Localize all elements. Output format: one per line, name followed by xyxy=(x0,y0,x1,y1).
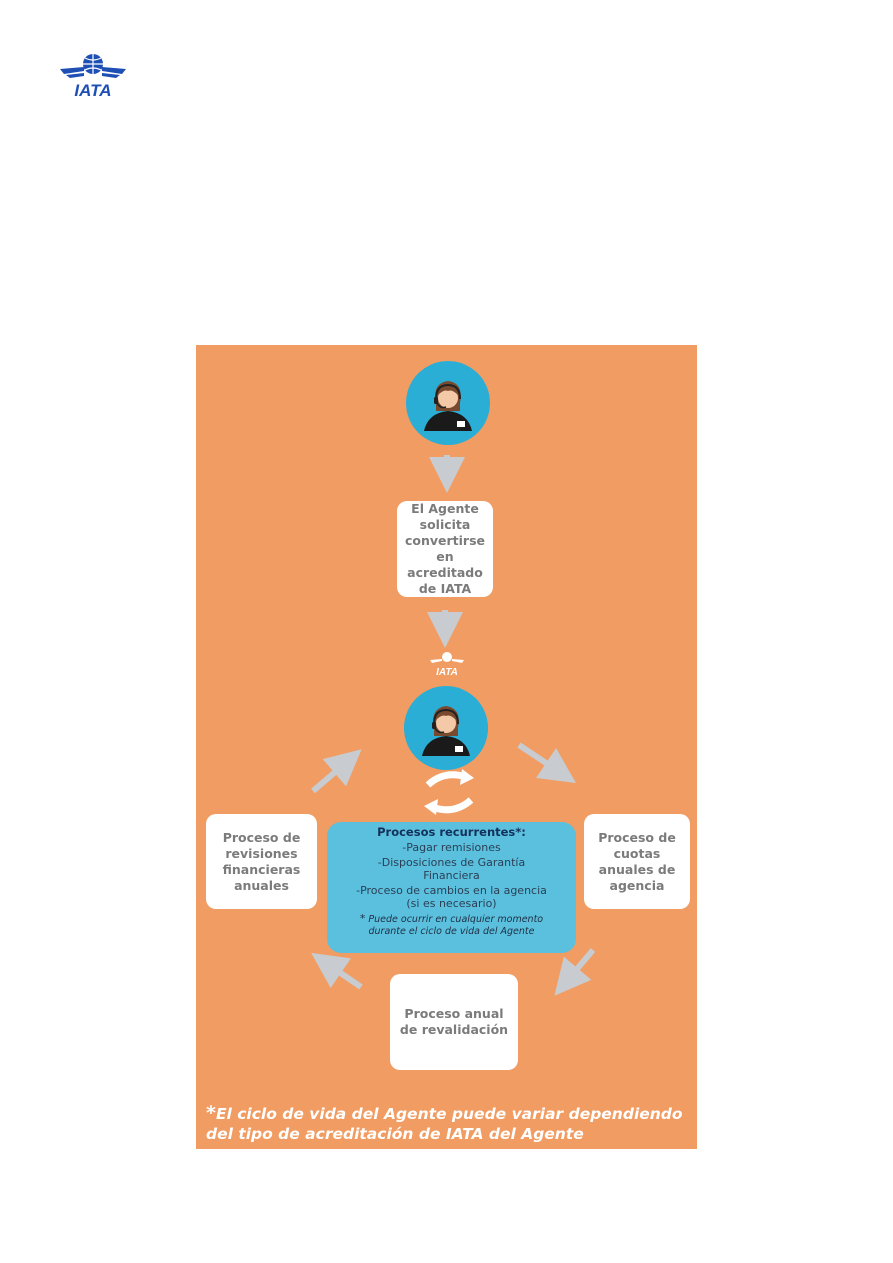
agent-icon xyxy=(424,381,472,431)
recurring-processes-title: Procesos recurrentes*: xyxy=(377,825,526,839)
arrow-to-right-box xyxy=(517,742,576,783)
revalidation-box: Proceso anual de revalidación xyxy=(390,974,518,1070)
recurring-item-remittances: -Pagar remisiones xyxy=(402,841,501,854)
flow-arrows xyxy=(311,455,596,996)
apply-accreditation-text: El Agente solicita convertirse en acredi… xyxy=(404,501,486,596)
footnote-text: El ciclo de vida del Agente puede variar… xyxy=(206,1105,683,1143)
financial-review-box: Proceso de revisiones financieras anuale… xyxy=(206,814,317,909)
arrow-to-bottom-box xyxy=(554,948,596,996)
iata-small-logo-text: IATA xyxy=(436,667,458,677)
agent-avatar-center xyxy=(404,686,488,770)
cycle-icon xyxy=(424,769,474,815)
arrow-to-avatar xyxy=(311,749,362,794)
iata-logo-text: IATA xyxy=(74,81,111,98)
recurring-item-changes: -Proceso de cambios en la agencia (si es… xyxy=(356,884,547,910)
recurring-note: * Puede ocurrir en cualquier momento dur… xyxy=(327,913,576,938)
annual-fees-text: Proceso de cuotas anuales de agencia xyxy=(598,829,676,893)
footnote-star: * xyxy=(206,1102,216,1124)
recurring-note-star: * xyxy=(359,912,366,925)
iata-logo: IATA xyxy=(60,54,126,98)
recurring-note-text: Puede ocurrir en cualquier momento duran… xyxy=(368,914,544,937)
apply-accreditation-box: El Agente solicita convertirse en acredi… xyxy=(397,501,493,597)
financial-review-text: Proceso de revisiones financieras anuale… xyxy=(222,829,301,893)
lifecycle-footnote: *El ciclo de vida del Agente puede varia… xyxy=(206,1103,691,1144)
agent-lifecycle-panel: El Agente solicita convertirse en acredi… xyxy=(196,345,697,1149)
iata-small-logo: IATA xyxy=(430,652,464,677)
annual-fees-box: Proceso de cuotas anuales de agencia xyxy=(584,814,690,909)
agent-avatar-top xyxy=(406,361,490,445)
recurring-processes-box: Procesos recurrentes*: -Pagar remisiones… xyxy=(327,822,576,953)
revalidation-text: Proceso anual de revalidación xyxy=(399,1006,509,1037)
recurring-item-guarantee: -Disposiciones de Garantía Financiera xyxy=(377,856,526,882)
arrow-to-left-box xyxy=(311,952,363,990)
agent-icon xyxy=(422,706,470,756)
